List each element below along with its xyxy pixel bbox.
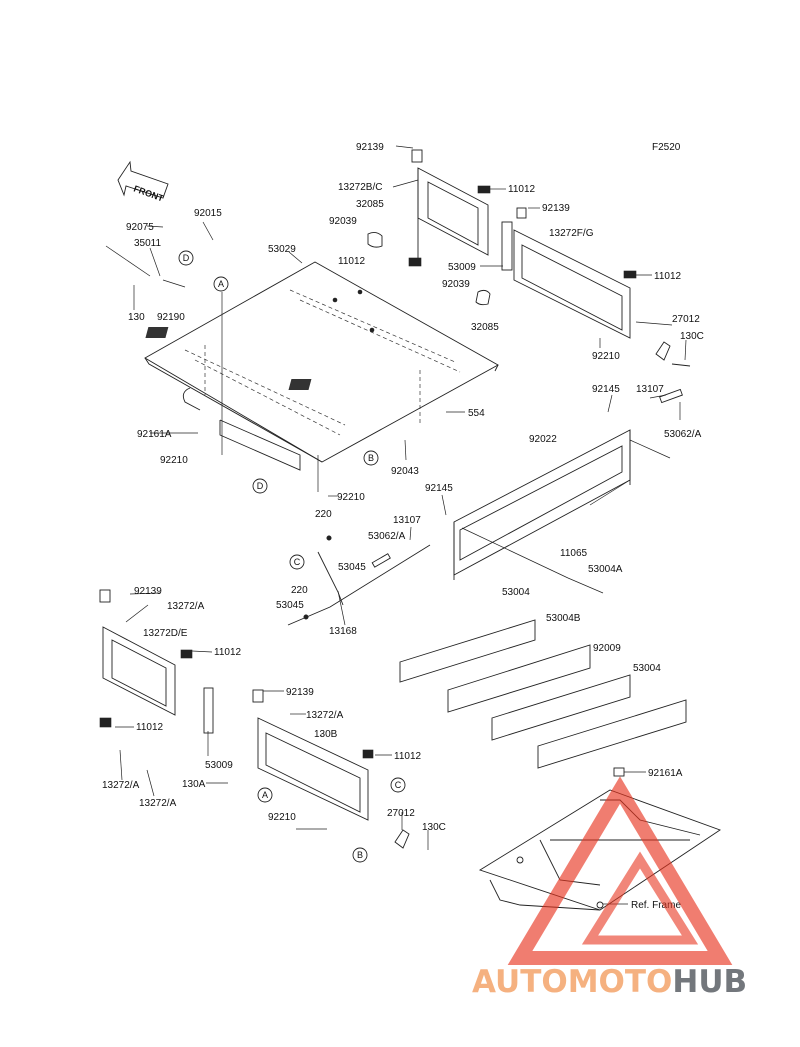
left-front-gate [99, 589, 214, 734]
front-arrow-icon: FRONT [117, 160, 169, 204]
label-554: 554 [468, 408, 485, 419]
svg-text:B: B [357, 850, 363, 860]
label-92161: 92145 [425, 483, 453, 494]
label-92210: 92210 [337, 492, 365, 503]
front-gate-upper [367, 149, 491, 267]
label-11012: 11012 [214, 647, 242, 658]
label-11012: 11012 [654, 271, 682, 282]
label-32085: 32085 [356, 199, 384, 210]
label-92161a: 92161A [648, 768, 683, 779]
ref-circle-c-mid: C [289, 554, 305, 570]
label-92075: 92075 [126, 222, 154, 233]
label-130c: 130C [422, 822, 446, 833]
label-92009: 13272/A [139, 798, 177, 809]
label-13168: 11065 [560, 548, 588, 559]
ref-circle-b-low: B [352, 847, 368, 863]
label-53045: 13168 [329, 626, 357, 637]
ref-circle-d-top: D [178, 250, 194, 266]
label-92039: 92039 [329, 216, 357, 227]
left-side-gate [252, 689, 410, 849]
leader-lines [105, 145, 687, 905]
label-220: 53045 [276, 600, 304, 611]
label-92210: 92210 [268, 812, 296, 823]
label-32085: 32085 [471, 322, 499, 333]
label-92015: 92015 [194, 208, 222, 219]
ref-circle-b-mid: B [363, 450, 379, 466]
label-92210: 92210 [160, 455, 188, 466]
label-92139: 92139 [542, 203, 570, 214]
bed-panel [144, 261, 499, 471]
label-92039: 92039 [442, 279, 470, 290]
label-92009: 13272/A [102, 780, 140, 791]
label-92210: 92210 [592, 351, 620, 362]
ref-frame-label: Ref. Frame [631, 900, 681, 911]
label-92161: 92145 [592, 384, 620, 395]
label-92161a: 92161A [137, 429, 172, 440]
label-92139: 92139 [356, 142, 384, 153]
watermark-text: AUTOMOTOHUB [472, 964, 747, 1000]
svg-text:D: D [183, 253, 190, 263]
label-92145: 13107 [393, 515, 421, 526]
label-53009: 53009 [448, 262, 476, 273]
label-11065: 53004A [588, 564, 623, 575]
svg-text:C: C [294, 557, 301, 567]
svg-text:A: A [218, 279, 224, 289]
label-13107: 53062/A [664, 429, 702, 440]
label-92009: 13272/A [167, 601, 205, 612]
label-92022: 220 [291, 585, 308, 596]
label-130b: 130A [182, 779, 206, 790]
label-53009: 53009 [205, 760, 233, 771]
label-220: 53045 [338, 562, 366, 573]
label-11012: 11012 [136, 722, 164, 733]
latch-cable [287, 535, 431, 626]
label-13272f-g: 13272F/G [549, 228, 594, 239]
ref-circle-d-mid: D [252, 478, 268, 494]
label-130c: 130C [680, 331, 704, 342]
label-53004a: 53004 [502, 587, 530, 598]
watermark-triangle-icon [507, 776, 733, 965]
label-13272b-c: 13272B/C [338, 182, 382, 193]
ref-circle-a-low: A [257, 787, 273, 803]
label-13272d-e: 130B [314, 729, 338, 740]
label-27012: 27012 [672, 314, 700, 325]
label-92009: 13272/A [306, 710, 344, 721]
label-13107: 53062/A [368, 531, 406, 542]
tailgate [453, 388, 683, 594]
label-92022: 220 [315, 509, 332, 520]
label-92139: 92139 [134, 586, 162, 597]
label-11012: 11012 [338, 256, 366, 267]
figure-code: F2520 [652, 142, 681, 153]
svg-text:B: B [368, 453, 374, 463]
floor-mats [399, 619, 687, 769]
label-13272-a: 13272D/E [143, 628, 188, 639]
label-92043: 92043 [391, 466, 419, 477]
label-130: 130 [128, 312, 145, 323]
label-53004b: 92009 [593, 643, 621, 654]
svg-text:C: C [395, 780, 402, 790]
label-35011: 35011 [134, 238, 162, 249]
label-53062-a: 92022 [529, 434, 557, 445]
watermark: AUTOMOTOHUB [472, 776, 747, 1000]
ref-circle-c-low: C [390, 777, 406, 793]
label-53004: 53004B [546, 613, 581, 624]
label-53004a: 53004 [633, 663, 661, 674]
label-92145: 13107 [636, 384, 664, 395]
label-92190: 92190 [157, 312, 185, 323]
svg-text:D: D [257, 481, 264, 491]
right-side-gate [475, 207, 691, 367]
label-53029: 53029 [268, 244, 296, 255]
label-11012: 11012 [394, 751, 422, 762]
svg-text:A: A [262, 790, 268, 800]
label-27012: 27012 [387, 808, 415, 819]
label-11012: 11012 [508, 184, 536, 195]
ref-circle-a-top: A [213, 276, 229, 292]
part-labels: 92139 13272B/C 32085 92039 11012 11012 9… [102, 142, 704, 911]
label-92139: 92139 [286, 687, 314, 698]
